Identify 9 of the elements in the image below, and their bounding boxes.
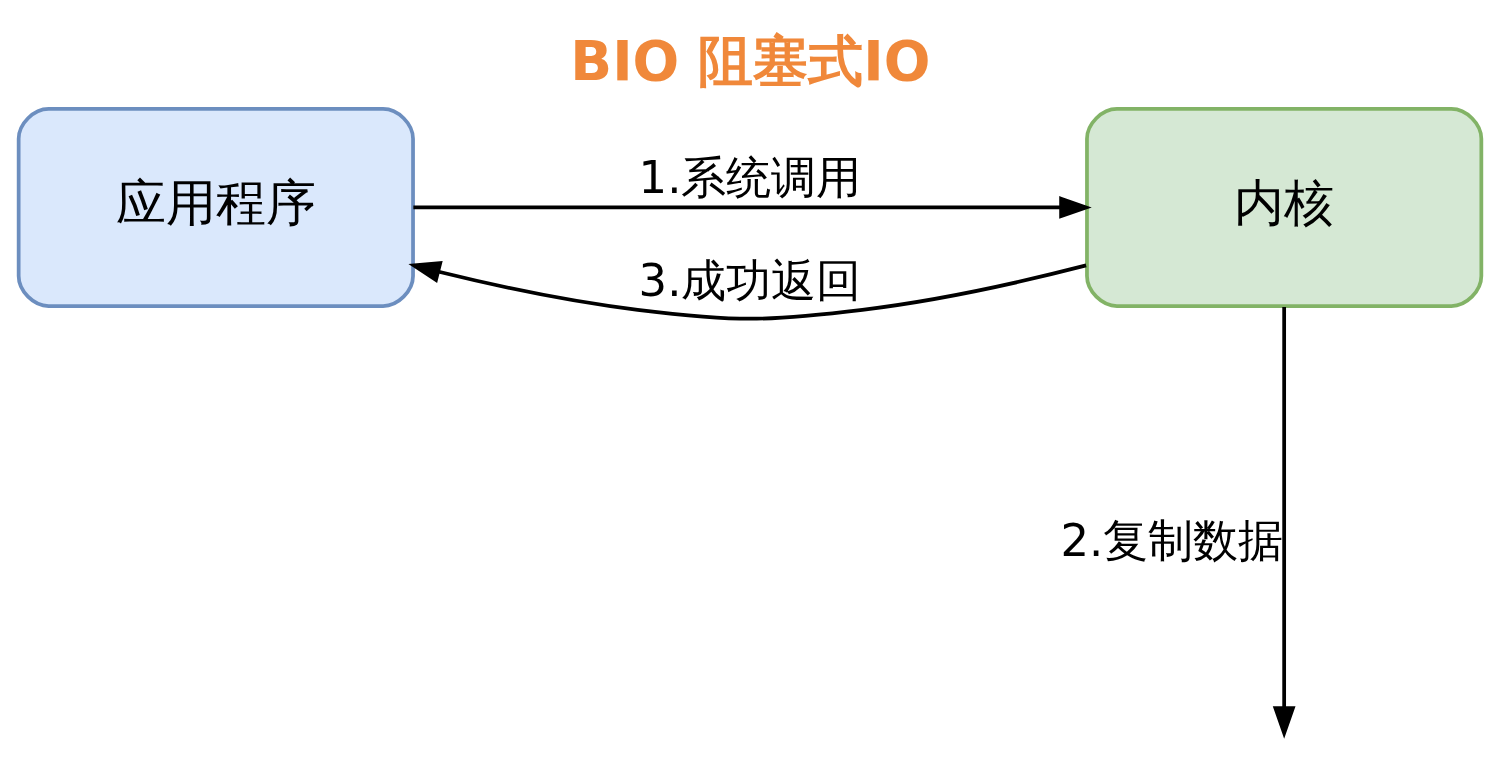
arrow bbox=[1272, 306, 1296, 739]
node-box: 应用程序 bbox=[16, 106, 415, 308]
arrow bbox=[408, 260, 1087, 321]
node-box: 内核 bbox=[1085, 106, 1484, 308]
arrow bbox=[413, 195, 1092, 219]
edge-label: 3.成功返回 bbox=[638, 253, 862, 307]
edge-label: 1.系统调用 bbox=[638, 150, 862, 204]
edge-label: 2.复制数据 bbox=[1060, 513, 1284, 567]
diagram-title: BIO 阻塞式IO bbox=[570, 28, 931, 93]
